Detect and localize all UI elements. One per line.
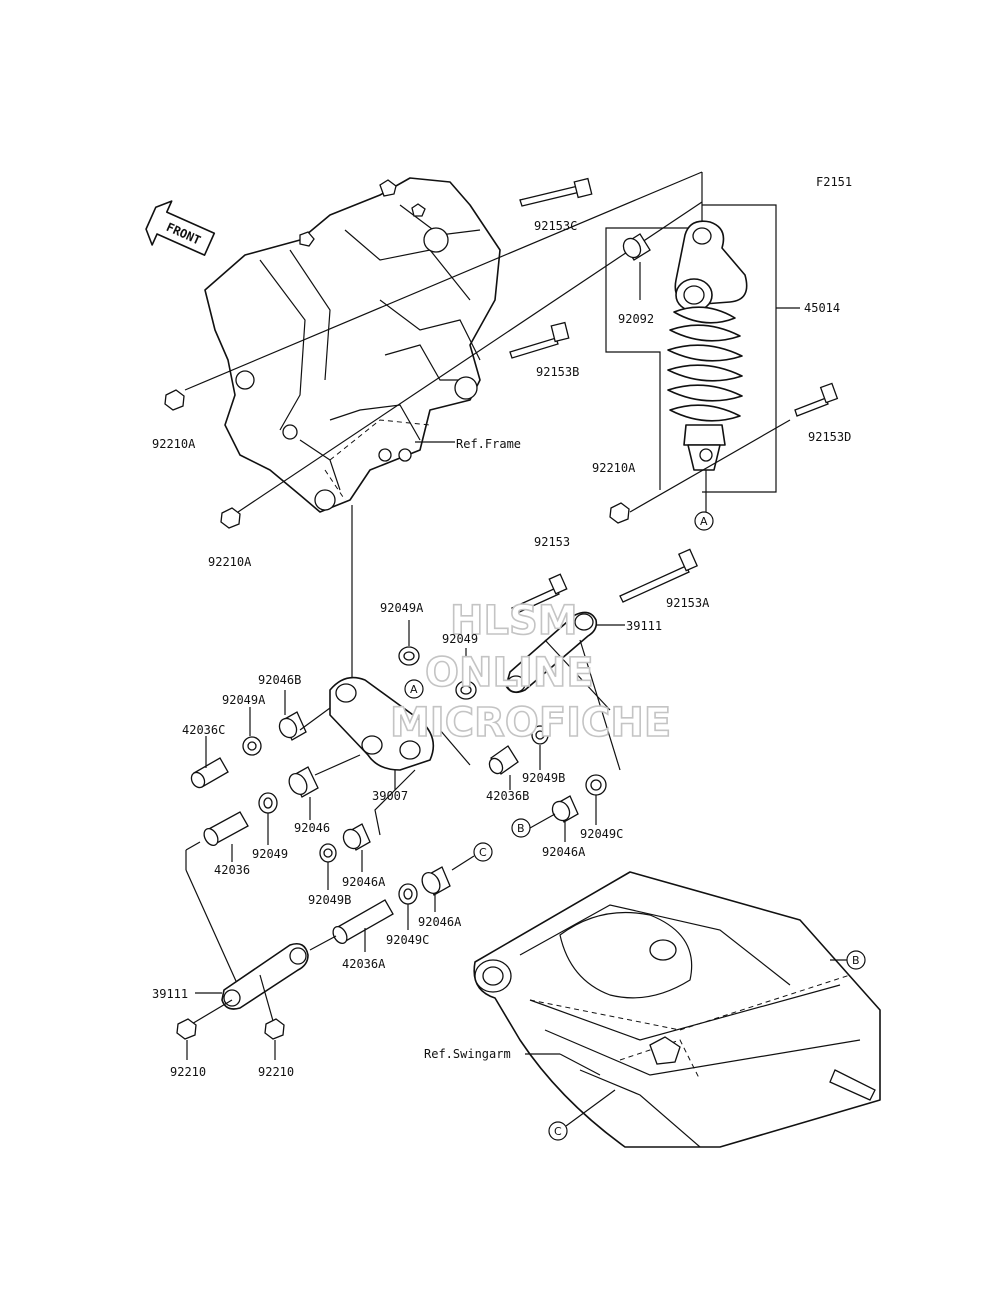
label-92153c: 92153C [534,219,577,233]
label-92049-low: 92049 [252,847,288,861]
label-39111-upper: 39111 [626,619,662,633]
label-92049b-low: 92049B [308,893,351,907]
ref-marker-a-top-label: A [700,515,708,528]
label-92153b: 92153B [536,365,579,379]
ref-marker-c-link [473,842,493,862]
bearing-92046a-mid [342,823,371,851]
label-45014: 45014 [804,301,840,315]
nut-92210a-top [164,389,185,411]
nut-92210-right [264,1018,285,1040]
ref-marker-b-swingarm-label: B [852,954,860,967]
watermark-line-3: MICROFICHE [390,700,671,746]
label-92153a: 92153A [666,596,710,610]
label-ref-swingarm: Ref.Swingarm [424,1047,511,1061]
label-92210a-top: 92210A [152,437,196,451]
bolt-92153d [794,382,839,417]
nut-92210a-low [220,507,241,529]
label-92210a-shock: 92210A [592,461,636,475]
label-92049a-left: 92049A [222,693,266,707]
watermark: HLSM ONLINE MICROFICHE [389,597,672,747]
collar-42036c [190,757,229,789]
label-ref-frame: Ref.Frame [456,437,521,451]
label-92210-right: 92210 [258,1065,294,1079]
bolt-92153a [619,548,699,603]
bearing-92046 [288,766,319,798]
label-92092: 92092 [618,312,654,326]
front-direction-arrow: FRONT [145,200,216,256]
label-92210-left: 92210 [170,1065,206,1079]
shock-absorber-45014 [605,204,800,512]
collar-92092 [622,233,651,261]
label-92210a-low: 92210A [208,555,252,569]
nut-92210-left [176,1018,197,1040]
label-92153: 92153 [534,535,570,549]
bolt-92153c [519,177,593,207]
label-42036c: 42036C [182,723,225,737]
bolt-92153 [511,573,568,615]
ref-marker-b-link-label: B [517,822,525,835]
ref-marker-c-swingarm-label: C [554,1125,562,1138]
collar-42036a [332,899,394,945]
ref-marker-a-link [404,679,424,699]
tie-rod-39111-upper [505,611,598,694]
figure-code: F2151 [816,175,852,189]
label-92046b: 92046B [258,673,301,687]
label-92049c-right: 92049C [580,827,623,841]
swingarm-drawing [473,871,881,1148]
label-92046a-right: 92046A [542,845,586,859]
nut-92210a-shock [609,502,630,524]
collar-42036b [488,745,519,775]
label-92049a-upper: 92049A [380,601,424,615]
label-92049: 92049 [442,632,478,646]
bearing-92046a-low [421,866,451,896]
bolt-92153b [509,321,570,359]
watermark-line-1: HLSM [450,598,578,644]
part-labels: F2151 92153C 45014 92092 92153B 92210A 9… [152,175,852,1079]
label-92049c-low: 92049C [386,933,429,947]
label-92049b-right: 92049B [522,771,565,785]
label-92046a-mid: 92046A [342,875,386,889]
label-39111-lower: 39111 [152,987,188,1001]
label-39007: 39007 [372,789,408,803]
ref-marker-b-link [511,818,531,838]
label-92046: 92046 [294,821,330,835]
label-92046a-low: 92046A [418,915,462,929]
watermark-line-2: ONLINE [425,650,594,696]
ref-marker-b-swingarm [846,950,866,970]
label-42036a: 42036A [342,957,386,971]
ref-marker-c-link-label: C [479,846,487,859]
label-42036: 42036 [214,863,250,877]
bearing-92046b [278,711,307,741]
frame-drawing [204,177,501,513]
link-39007 [329,676,435,771]
label-42036b: 42036B [486,789,529,803]
ref-marker-a-top [694,511,714,531]
tie-rod-39111-lower [221,942,309,1010]
bearing-92046a-right [551,795,579,823]
ref-marker-c-swingarm [548,1121,568,1141]
ref-marker-a-link-label: A [410,683,418,696]
collar-42036 [203,811,249,847]
label-92153d: 92153D [808,430,851,444]
